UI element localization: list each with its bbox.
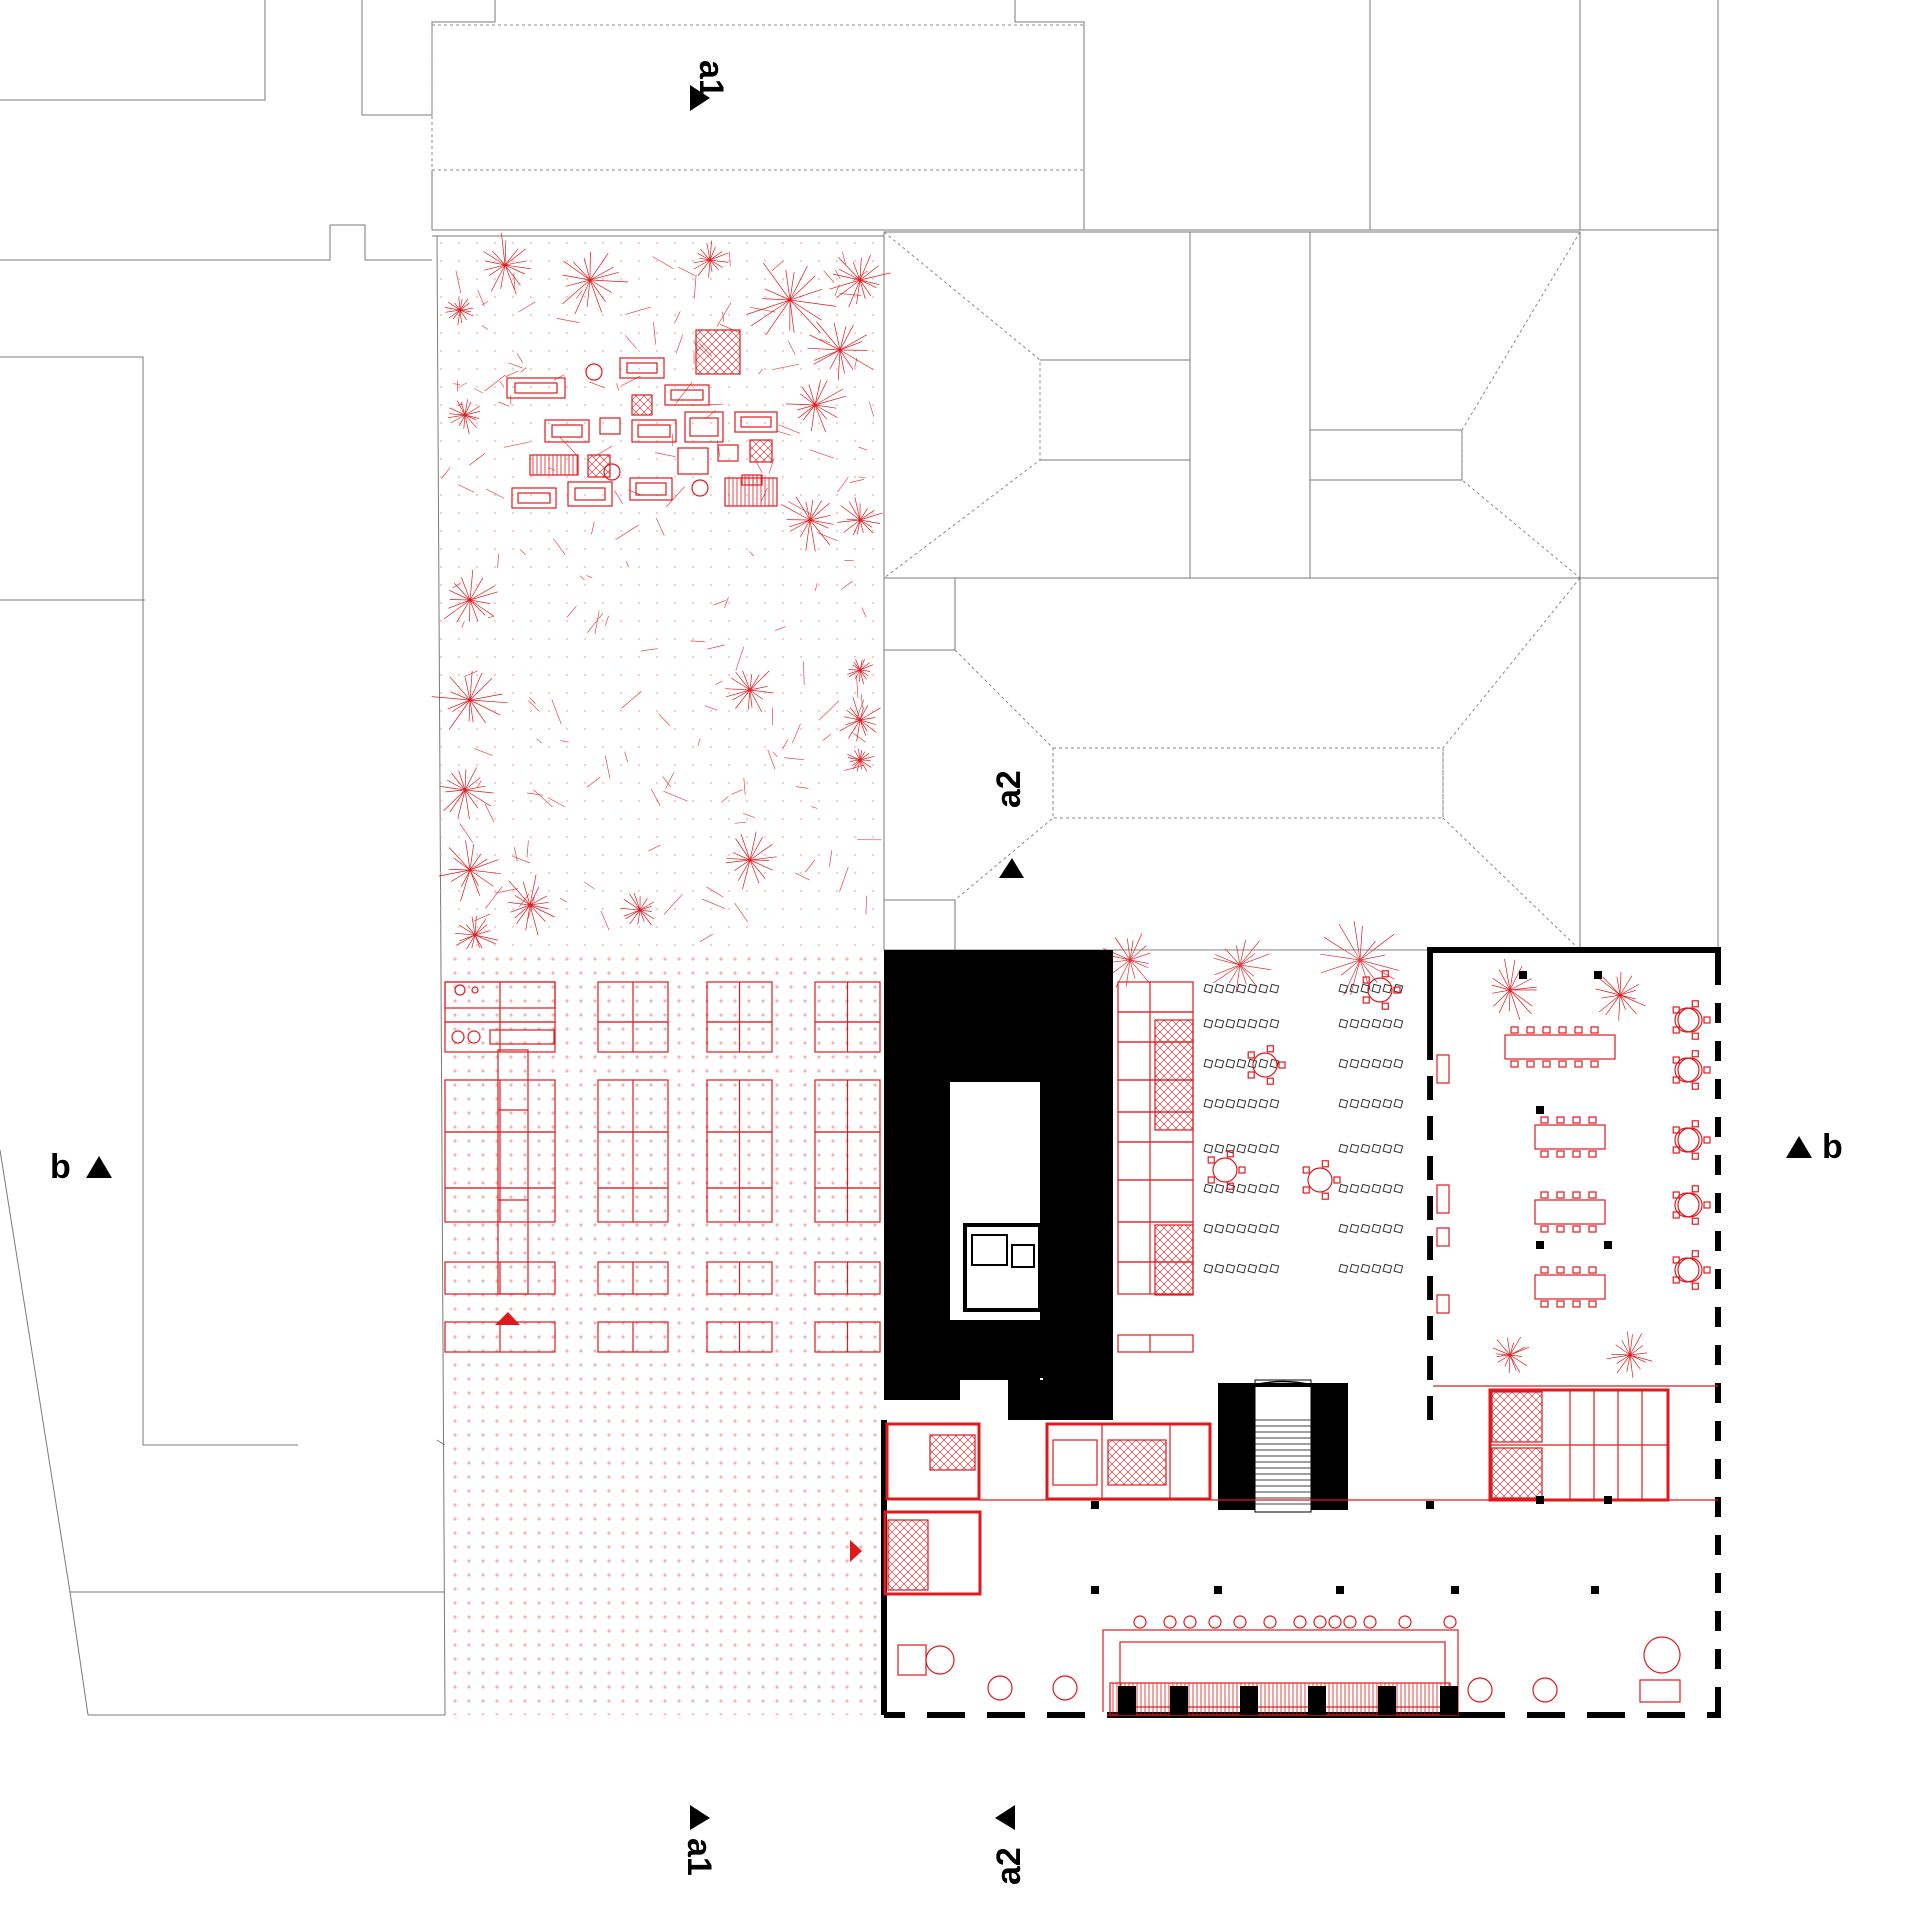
section-label: a2 <box>990 1847 1028 1885</box>
entrance-arrow <box>495 1312 520 1325</box>
market-grid <box>444 981 881 1353</box>
section-marker-a1-top: a1 <box>690 60 730 111</box>
entrance-arrow <box>850 1540 862 1562</box>
section-marker-a1-bottom: a1 <box>680 1805 718 1876</box>
context-buildings <box>0 0 1719 1716</box>
garden <box>431 232 1653 1715</box>
section-label: b <box>1822 1128 1843 1166</box>
section-marker-a2-mid: a2 <box>990 770 1028 878</box>
section-marker-b-left: b <box>50 1148 112 1186</box>
section-label: a2 <box>990 770 1028 808</box>
section-marker-a2-bottom: a2 <box>990 1805 1028 1885</box>
section-label: b <box>50 1148 71 1186</box>
section-label: a1 <box>680 1838 718 1876</box>
building <box>881 947 1721 1718</box>
section-marker-b-right: b <box>1786 1128 1843 1166</box>
